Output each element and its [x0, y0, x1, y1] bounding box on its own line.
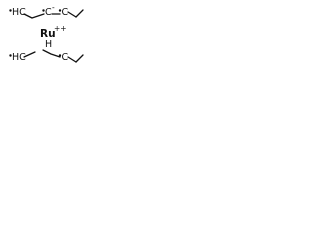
top-cyclopentadienyl-ring: HC C - C	[9, 3, 84, 19]
top-ethyl-bond-1	[67, 11, 77, 18]
top-ring-bond-left-to-center	[23, 13, 45, 19]
bottom-right-c-label: C	[62, 52, 69, 63]
bottom-right-radical-dot	[58, 54, 62, 57]
top-center-c-label: C	[45, 7, 52, 18]
bottom-ethyl-bond-2	[75, 54, 84, 63]
ruthenocene-structure: HC C - C Ru ++ HC H C	[9, 3, 84, 63]
top-anion-charge: -	[52, 3, 55, 12]
top-left-radical-dot	[9, 9, 12, 12]
bottom-ring-bond-center-to-right	[42, 49, 61, 58]
top-right-radical-dot	[58, 9, 62, 12]
top-ethyl-bond-2	[75, 9, 84, 18]
bottom-cyclopentadienyl-ring: HC H C	[9, 39, 84, 63]
bottom-ring-bond-left-up	[23, 51, 36, 58]
ruthenium-charge: ++	[54, 24, 67, 33]
bottom-left-radical-dot	[9, 54, 12, 57]
bottom-ethyl-bond-1	[67, 56, 77, 63]
bottom-left-ch-label: HC	[12, 52, 26, 63]
top-left-ch-label: HC	[12, 7, 26, 18]
bottom-center-h-label: H	[45, 39, 52, 50]
top-right-c-label: C	[62, 7, 69, 18]
ruthenium-label: Ru	[40, 28, 56, 40]
ruthenium-center: Ru ++	[40, 24, 67, 40]
top-center-radical-dot	[42, 9, 45, 12]
